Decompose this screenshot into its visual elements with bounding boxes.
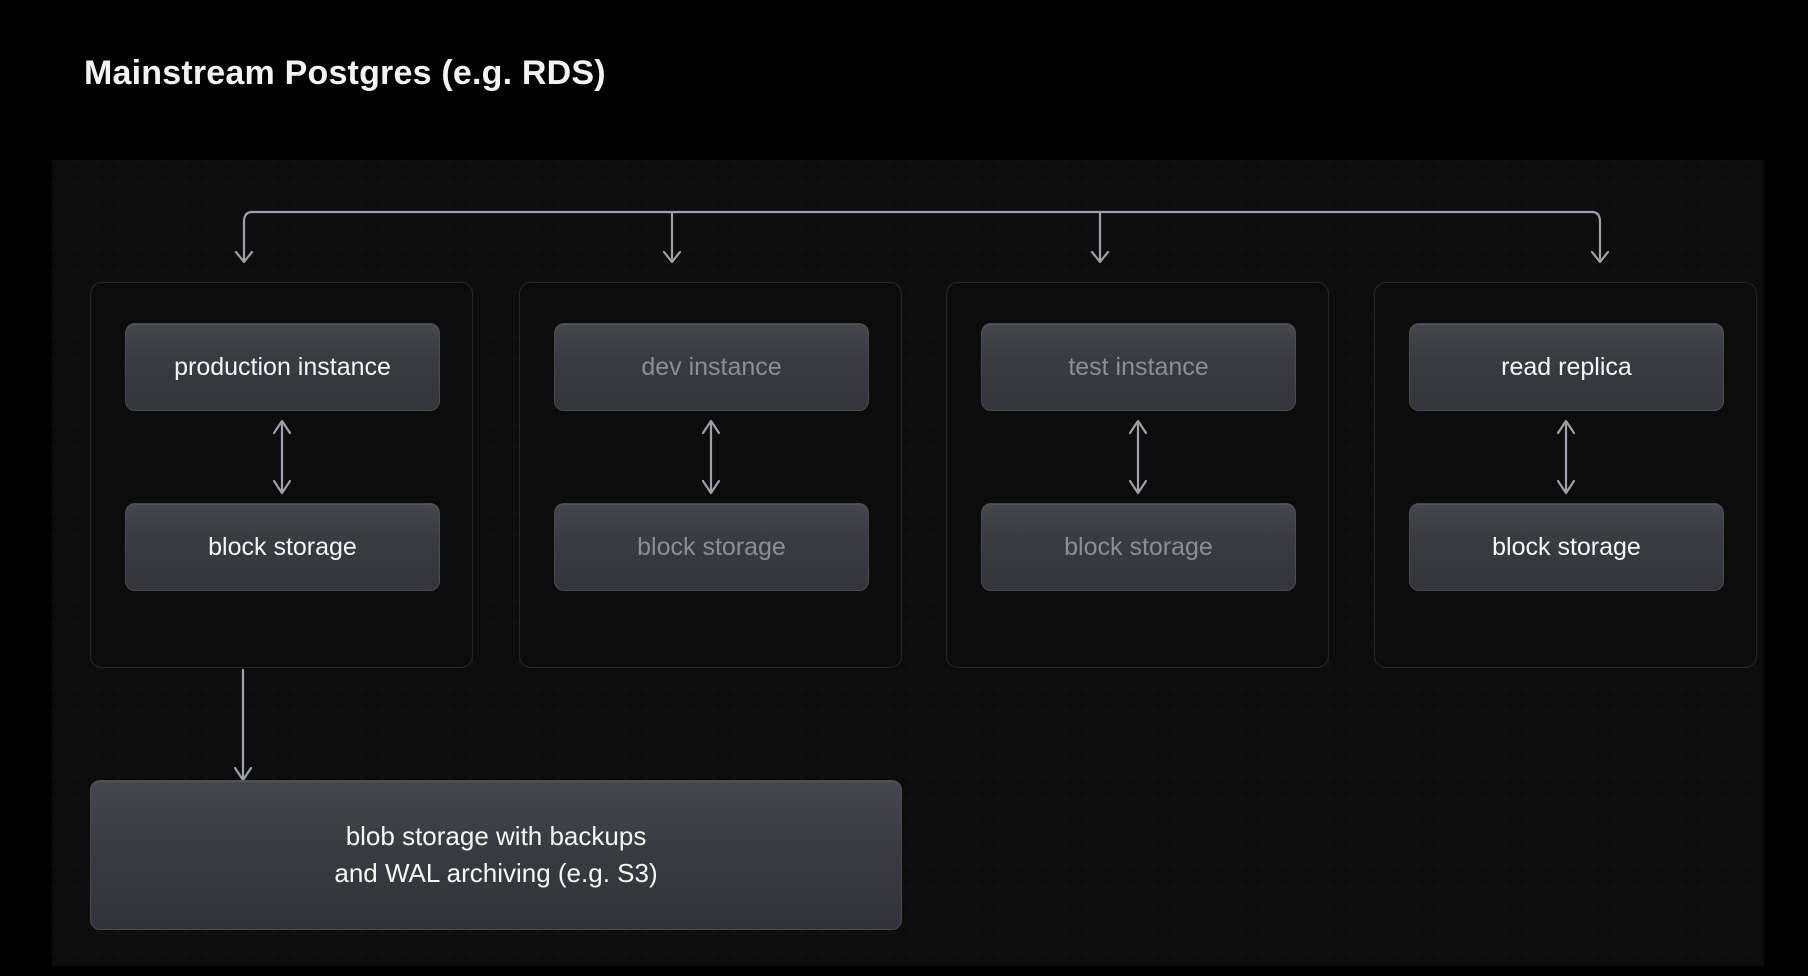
group-read-replica[interactable]: read replica block storage bbox=[1374, 282, 1757, 668]
blob-storage-line-2: and WAL archiving (e.g. S3) bbox=[334, 858, 658, 888]
node-production-instance[interactable]: production instance bbox=[125, 323, 440, 411]
node-dev-instance[interactable]: dev instance bbox=[554, 323, 869, 411]
node-dev-block-storage[interactable]: block storage bbox=[554, 503, 869, 591]
bidirectional-arrow-icon bbox=[1556, 419, 1576, 495]
node-blob-storage[interactable]: blob storage with backups and WAL archiv… bbox=[90, 780, 902, 930]
node-test-block-storage[interactable]: block storage bbox=[981, 503, 1296, 591]
node-read-replica-block-storage[interactable]: block storage bbox=[1409, 503, 1724, 591]
page-title: Mainstream Postgres (e.g. RDS) bbox=[84, 54, 606, 92]
group-production[interactable]: production instance block storage bbox=[90, 282, 473, 668]
blob-storage-line-1: blob storage with backups bbox=[345, 821, 647, 851]
bidirectional-arrow-icon bbox=[1128, 419, 1148, 495]
diagram-canvas: production instance block storage dev in… bbox=[52, 160, 1764, 966]
node-production-block-storage[interactable]: block storage bbox=[125, 503, 440, 591]
group-test[interactable]: test instance block storage bbox=[946, 282, 1329, 668]
bidirectional-arrow-icon bbox=[272, 419, 292, 495]
bidirectional-arrow-icon bbox=[701, 419, 721, 495]
distribution-bus bbox=[234, 210, 1610, 264]
node-test-instance[interactable]: test instance bbox=[981, 323, 1296, 411]
arrow-production-to-blob-storage bbox=[233, 668, 253, 782]
node-read-replica[interactable]: read replica bbox=[1409, 323, 1724, 411]
group-dev[interactable]: dev instance block storage bbox=[519, 282, 902, 668]
